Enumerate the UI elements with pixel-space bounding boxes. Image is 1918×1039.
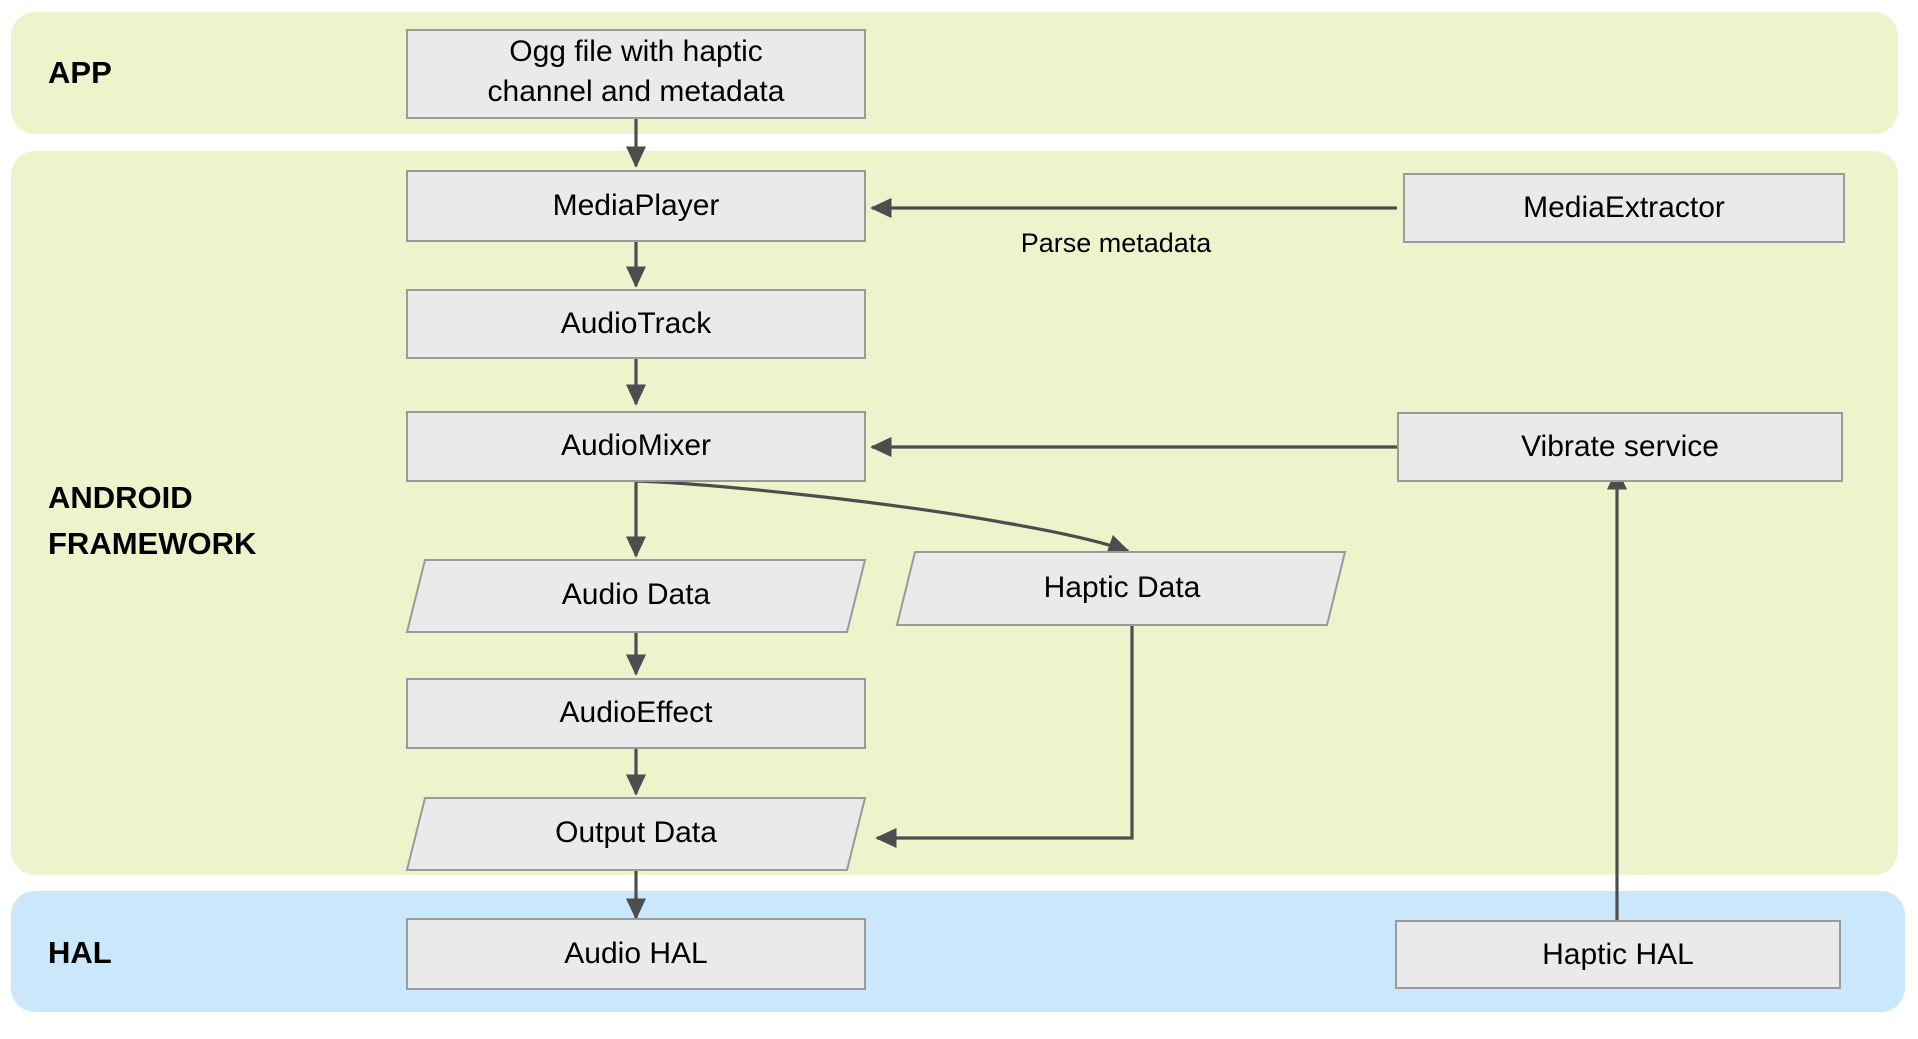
node-mediaplayer-box[interactable] (406, 170, 866, 242)
node-ogg-file-label-line2: channel and metadata (488, 75, 785, 108)
band-hal-label: HAL (48, 935, 112, 970)
node-audioeffect-box[interactable] (406, 678, 866, 749)
node-haptic-hal-box[interactable] (1395, 920, 1841, 989)
node-ogg-file-box[interactable] (406, 29, 866, 119)
node-haptic-data-shape[interactable] (895, 551, 1347, 626)
node-audiotrack[interactable]: AudioTrack (406, 289, 866, 359)
node-audio-hal[interactable]: Audio HAL (406, 918, 866, 990)
node-mediaplayer-label: MediaPlayer (553, 189, 720, 222)
node-audio-data[interactable]: Audio Data (405, 559, 867, 633)
node-haptic-hal-label: Haptic HAL (1542, 938, 1694, 971)
edge-audiomixer-to-haptic-data (635, 479, 1130, 555)
edges-layer (625, 118, 1628, 920)
band-framework-label-line2: FRAMEWORK (48, 526, 257, 561)
node-audio-hal-label: Audio HAL (564, 937, 707, 970)
node-mediaplayer[interactable]: MediaPlayer (406, 170, 866, 242)
node-audioeffect-label: AudioEffect (560, 696, 714, 729)
band-app: APP (11, 12, 1898, 134)
node-audiotrack-label: AudioTrack (561, 307, 713, 340)
node-audio-data-label: Audio Data (562, 578, 711, 611)
node-vibrate-service-box[interactable] (1397, 412, 1843, 482)
node-audiomixer-box[interactable] (406, 411, 866, 482)
node-audiotrack-box[interactable] (406, 289, 866, 359)
node-mediaextractor-label: MediaExtractor (1523, 191, 1725, 224)
node-vibrate-service[interactable]: Vibrate service (1397, 412, 1843, 482)
band-app-background (11, 12, 1898, 134)
node-output-data-label: Output Data (555, 816, 717, 849)
node-haptic-data[interactable]: Haptic Data (895, 551, 1347, 626)
node-audio-hal-box[interactable] (406, 918, 866, 990)
node-haptic-data-label: Haptic Data (1044, 571, 1201, 604)
node-vibrate-service-label: Vibrate service (1521, 430, 1719, 463)
node-audiomixer[interactable]: AudioMixer (406, 411, 866, 482)
node-output-data-shape[interactable] (405, 797, 867, 871)
node-audio-data-shape[interactable] (405, 559, 867, 633)
node-audiomixer-label: AudioMixer (561, 429, 711, 462)
band-framework-label-line1: ANDROID (48, 480, 193, 515)
node-audioeffect[interactable]: AudioEffect (406, 678, 866, 749)
node-output-data[interactable]: Output Data (405, 797, 867, 871)
node-ogg-file[interactable]: Ogg file with haptic channel and metadat… (406, 29, 866, 119)
node-mediaextractor[interactable]: MediaExtractor (1403, 173, 1845, 243)
edge-label-parse-metadata: Parse metadata (1021, 228, 1213, 258)
edge-haptic-data-to-output-data (875, 625, 1134, 849)
node-mediaextractor-box[interactable] (1403, 173, 1845, 243)
node-haptic-hal[interactable]: Haptic HAL (1395, 920, 1841, 989)
band-app-label: APP (48, 55, 112, 90)
node-ogg-file-label-line1: Ogg file with haptic (509, 35, 762, 68)
